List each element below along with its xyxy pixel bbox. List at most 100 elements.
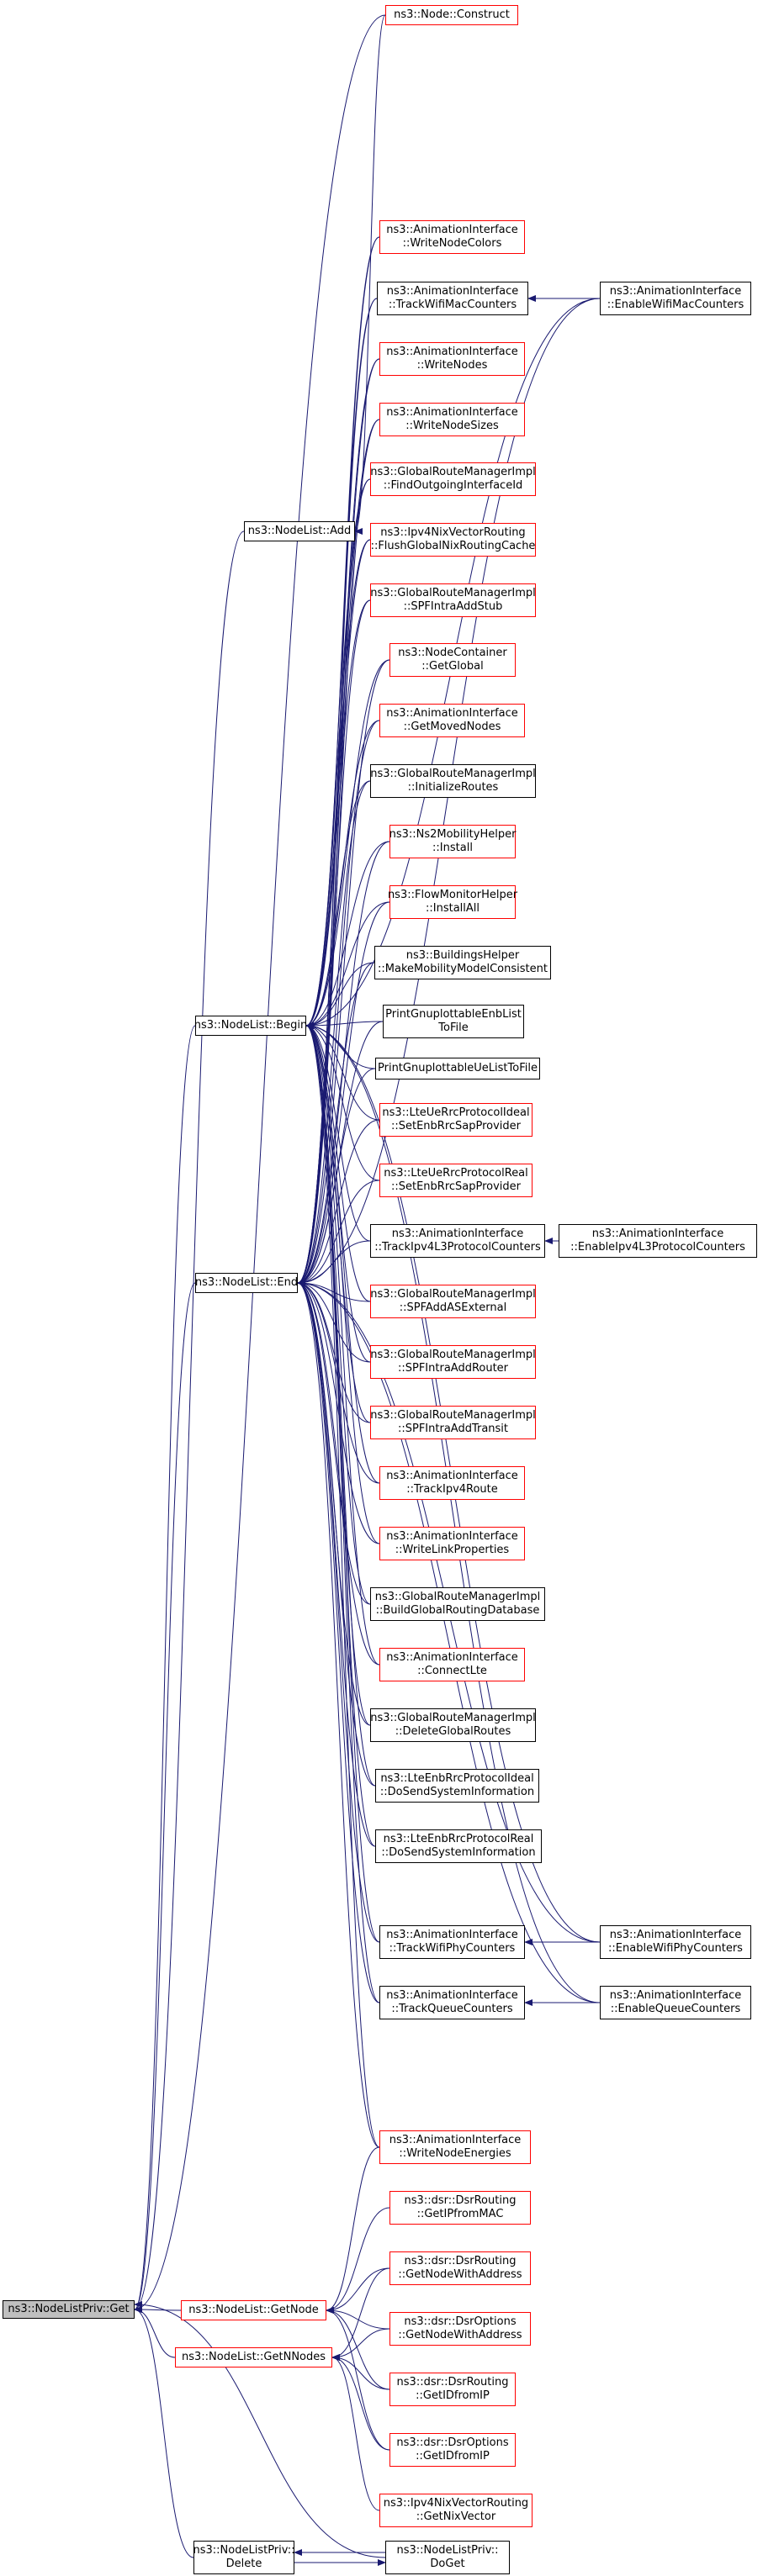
node-label-line: ::SPFIntraAddRouter bbox=[397, 1362, 509, 1375]
node-spfaddasexternal[interactable]: ns3::GlobalRouteManagerImpl::SPFAddASExt… bbox=[370, 1285, 536, 1318]
node-enableipv4l3[interactable]: ns3::AnimationInterface::EnableIpv4L3Pro… bbox=[559, 1224, 757, 1258]
node-trackqueue[interactable]: ns3::AnimationInterface::TrackQueueCount… bbox=[379, 1986, 525, 2019]
node-label-line: ns3::GlobalRouteManagerImpl bbox=[370, 1288, 536, 1301]
node-label-line: ns3::GlobalRouteManagerImpl bbox=[370, 1349, 536, 1361]
node-writelinkprops[interactable]: ns3::AnimationInterface::WriteLinkProper… bbox=[379, 1527, 525, 1560]
node-label-line: ::MakeMobilityModelConsistent bbox=[378, 963, 548, 975]
node-getidfromip-o[interactable]: ns3::dsr::DsrOptions::GetIDfromIP bbox=[389, 2433, 516, 2467]
edge-getnnodes-getidfromip_o bbox=[331, 2354, 390, 2451]
node-getnode[interactable]: ns3::NodeList::GetNode bbox=[181, 2300, 326, 2320]
node-initializeroutes[interactable]: ns3::GlobalRouteManagerImpl::InitializeR… bbox=[370, 764, 536, 798]
edge-add-construct bbox=[354, 14, 386, 535]
node-enablequeue[interactable]: ns3::AnimationInterface::EnableQueueCoun… bbox=[600, 1986, 751, 2019]
node-spfintraaddtransit[interactable]: ns3::GlobalRouteManagerImpl::SPFIntraAdd… bbox=[370, 1406, 536, 1439]
edge-end-spfintraaddrouter bbox=[297, 1280, 371, 1363]
node-setenbideal[interactable]: ns3::LteUeRrcProtocolIdeal::SetEnbRrcSap… bbox=[379, 1103, 533, 1137]
node-getnnodes[interactable]: ns3::NodeList::GetNNodes bbox=[175, 2347, 332, 2367]
edge-get-begin bbox=[134, 1025, 196, 2313]
node-label-line: ::DoSendSystemInformation bbox=[381, 1846, 536, 1859]
edge-end-printue bbox=[297, 1068, 376, 1286]
node-spfintraaddrouter[interactable]: ns3::GlobalRouteManagerImpl::SPFIntraAdd… bbox=[370, 1345, 536, 1379]
node-label-line: ns3::BuildingsHelper bbox=[405, 949, 520, 962]
node-makemobility[interactable]: ns3::BuildingsHelper::MakeMobilityModelC… bbox=[374, 946, 551, 979]
node-begin[interactable]: ns3::NodeList::Begin bbox=[194, 1016, 307, 1036]
edge-begin-makemobility bbox=[305, 962, 375, 1029]
node-connectlte[interactable]: ns3::AnimationInterface::ConnectLte bbox=[379, 1648, 525, 1681]
node-getnodewithaddr-o[interactable]: ns3::dsr::DsrOptions::GetNodeWithAddress bbox=[389, 2312, 531, 2346]
edge-begin-trackipv4route bbox=[305, 1022, 380, 1484]
node-label-line: ns3::LteUeRrcProtocolReal bbox=[384, 1167, 528, 1180]
node-doget[interactable]: ns3::NodeListPriv::DoGet bbox=[385, 2541, 510, 2574]
edge-get-delete bbox=[134, 2306, 194, 2558]
node-installall[interactable]: ns3::FlowMonitorHelper::InstallAll bbox=[388, 885, 517, 919]
edge-getnode-getidfromip_o bbox=[326, 2307, 390, 2451]
node-label-line: ns3::AnimationInterface bbox=[386, 1929, 518, 1941]
node-deleteglobalroutes[interactable]: ns3::GlobalRouteManagerImpl::DeleteGloba… bbox=[370, 1708, 536, 1742]
node-label-line: ns3::GlobalRouteManagerImpl bbox=[370, 466, 536, 478]
node-label-line: ::GetMovedNodes bbox=[403, 721, 501, 733]
node-getnodewithaddr-r[interactable]: ns3::dsr::DsrRouting::GetNodeWithAddress bbox=[389, 2251, 531, 2285]
node-label-line: ns3::dsr::DsrRouting bbox=[404, 2194, 517, 2207]
node-trackwifimac[interactable]: ns3::AnimationInterface::TrackWifiMacCou… bbox=[377, 282, 528, 315]
node-label-line: ::GetIPfromMAC bbox=[416, 2208, 504, 2220]
node-getnixvector[interactable]: ns3::Ipv4NixVectorRouting::GetNixVector bbox=[379, 2494, 533, 2527]
edge-end-enablequeue bbox=[297, 1280, 601, 2003]
node-flushglobal[interactable]: ns3::Ipv4NixVectorRouting::FlushGlobalNi… bbox=[370, 523, 536, 557]
node-setenbreal[interactable]: ns3::LteUeRrcProtocolReal::SetEnbRrcSapP… bbox=[379, 1164, 533, 1197]
node-buildglobaldb[interactable]: ns3::GlobalRouteManagerImpl::BuildGlobal… bbox=[370, 1587, 545, 1621]
node-spfintraaddstub[interactable]: ns3::GlobalRouteManagerImpl::SPFIntraAdd… bbox=[370, 583, 536, 617]
node-getidfromip-r[interactable]: ns3::dsr::DsrRouting::GetIDfromIP bbox=[389, 2373, 516, 2406]
node-label-line: ns3::NodeListPriv:: bbox=[396, 2544, 499, 2557]
node-label-line: ns3::dsr::DsrOptions bbox=[404, 2315, 517, 2328]
node-writenodesizes[interactable]: ns3::AnimationInterface::WriteNodeSizes bbox=[379, 403, 525, 436]
node-dosendideal[interactable]: ns3::LteEnbRrcProtocolIdeal::DoSendSyste… bbox=[375, 1769, 539, 1803]
node-trackwifiphy[interactable]: ns3::AnimationInterface::TrackWifiPhyCou… bbox=[379, 1925, 525, 1959]
node-construct[interactable]: ns3::Node::Construct bbox=[385, 5, 518, 25]
node-dosendreal[interactable]: ns3::LteEnbRrcProtocolReal::DoSendSystem… bbox=[375, 1829, 542, 1863]
edge-begin-installall bbox=[305, 901, 390, 1029]
node-printue[interactable]: PrintGnuplottableUeListToFile bbox=[375, 1058, 540, 1079]
node-get[interactable]: ns3::NodeListPriv::Get bbox=[3, 2300, 135, 2319]
node-writenodecolors[interactable]: ns3::AnimationInterface::WriteNodeColors bbox=[379, 220, 525, 254]
node-label-line: ::InitializeRoutes bbox=[407, 781, 499, 794]
node-label-line: ns3::AnimationInterface bbox=[609, 1929, 742, 1941]
node-delete[interactable]: ns3::NodeListPriv::Delete bbox=[193, 2541, 295, 2574]
node-label-line: ::GetGlobal bbox=[421, 660, 484, 673]
node-ns2install[interactable]: ns3::Ns2MobilityHelper::Install bbox=[389, 825, 516, 858]
node-label-line: ::GetNodeWithAddress bbox=[398, 2268, 522, 2281]
edge-getnode-getnodewithaddr_o bbox=[326, 2307, 390, 2330]
node-label-line: ::GetIDfromIP bbox=[416, 2450, 490, 2463]
node-enablewifiphy[interactable]: ns3::AnimationInterface::EnableWifiPhyCo… bbox=[600, 1925, 751, 1959]
node-label-line: ::TrackWifiMacCounters bbox=[388, 298, 517, 311]
edge-getnode-getipfrommac bbox=[326, 2207, 390, 2314]
node-add[interactable]: ns3::NodeList::Add bbox=[244, 521, 355, 541]
node-getipfrommac[interactable]: ns3::dsr::DsrRouting::GetIPfromMAC bbox=[389, 2191, 531, 2225]
node-label-line: ::SPFAddASExternal bbox=[399, 1301, 507, 1314]
node-writenodes[interactable]: ns3::AnimationInterface::WriteNodes bbox=[379, 342, 525, 376]
node-label-line: ToFile bbox=[438, 1021, 469, 1034]
node-getmovednodes[interactable]: ns3::AnimationInterface::GetMovedNodes bbox=[379, 704, 525, 737]
edge-getnnodes-getnodewithaddr_o bbox=[331, 2328, 390, 2361]
node-end[interactable]: ns3::NodeList::End bbox=[195, 1273, 298, 1293]
node-findoutgoing[interactable]: ns3::GlobalRouteManagerImpl::FindOutgoin… bbox=[370, 462, 536, 496]
node-enablewifimac[interactable]: ns3::AnimationInterface::EnableWifiMacCo… bbox=[600, 282, 751, 315]
node-writenodeenergies[interactable]: ns3::AnimationInterface::WriteNodeEnergi… bbox=[379, 2130, 531, 2164]
edge-begin-writelinkprops bbox=[305, 1022, 380, 1544]
node-label-line: ::ConnectLte bbox=[417, 1665, 487, 1677]
node-label-line: ns3::GlobalRouteManagerImpl bbox=[370, 1712, 536, 1724]
node-getglobal[interactable]: ns3::NodeContainer::GetGlobal bbox=[389, 643, 516, 677]
edge-end-buildglobaldb bbox=[297, 1280, 371, 1605]
edge-getnode-getnodewithaddr_r bbox=[326, 2267, 390, 2314]
node-label-line: ns3::dsr::DsrRouting bbox=[404, 2255, 517, 2267]
edge-begin-connectlte bbox=[305, 1022, 380, 1665]
node-trackipv4route[interactable]: ns3::AnimationInterface::TrackIpv4Route bbox=[379, 1466, 525, 1500]
edge-end-connectlte bbox=[297, 1280, 380, 1665]
node-trackipv4l3[interactable]: ns3::AnimationInterface::TrackIpv4L3Prot… bbox=[370, 1224, 545, 1258]
node-label-line: ::EnableQueueCounters bbox=[610, 2003, 741, 2015]
node-label-line: ns3::NodeList::GetNode bbox=[188, 2304, 319, 2316]
node-label-line: ::FlushGlobalNixRoutingCache bbox=[370, 540, 536, 552]
edge-end-setenbreal bbox=[297, 1180, 380, 1286]
node-label-line: ns3::AnimationInterface bbox=[609, 285, 742, 298]
edge-end-flushglobal bbox=[297, 539, 371, 1286]
